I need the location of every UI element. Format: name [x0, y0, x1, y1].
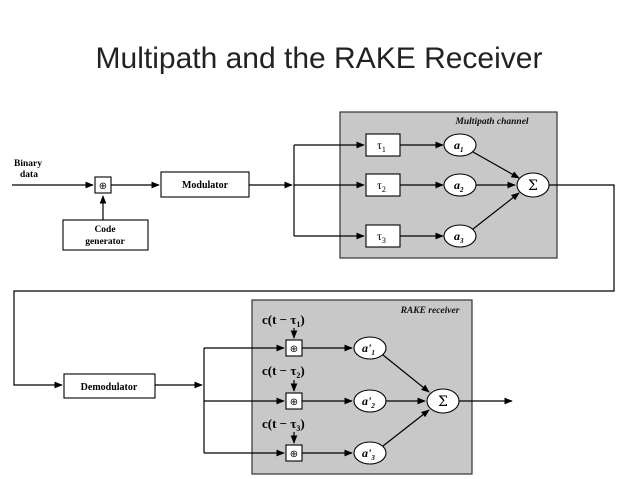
weight-1-label: a'1: [362, 341, 375, 357]
channel-to-demodulator-path: [13, 184, 615, 389]
demodulator-label: Demodulator: [81, 382, 138, 393]
channel-summer-symbol: Σ: [528, 178, 538, 194]
code-generator-box: [62, 219, 149, 251]
modulator-label: Modulator: [182, 180, 229, 191]
modulator-box: [160, 171, 250, 198]
multipath-channel-label: Multipath channel: [454, 117, 528, 127]
gain-3-to-sum-arrow: [472, 192, 520, 230]
weight-1-to-sum-arrow: [382, 354, 430, 393]
demodulator-box: [63, 373, 156, 399]
gain-1-label: a1: [454, 138, 464, 154]
transmitter: Binary data ⊕ Code generator Modulator: [12, 159, 293, 251]
correlator-3-symbol: ⊕: [290, 449, 298, 460]
code-3-label: c(t − τ3): [262, 416, 305, 433]
gain-3-label: a3: [454, 229, 464, 245]
weight-node-1: [353, 336, 387, 360]
weight-3-label: a'3: [362, 446, 375, 462]
binary-data-label-2: data: [20, 170, 38, 180]
delay-2-label: τ2: [377, 178, 386, 194]
gain-2-label: a2: [454, 178, 464, 194]
code-generator-label-2: generator: [85, 237, 125, 247]
correlator-1-symbol: ⊕: [290, 344, 298, 355]
rake-summer-symbol: Σ: [438, 394, 448, 410]
gain-1-to-sum-arrow: [472, 151, 520, 179]
slide-title: Multipath and the RAKE Receiver: [95, 42, 543, 75]
code-2-label: c(t − τ2): [262, 363, 305, 380]
delay-3-label: τ3: [377, 229, 386, 245]
weight-2-label: a'2: [362, 394, 375, 410]
rake-receiver-label: RAKE receiver: [400, 306, 460, 316]
weight-3-to-sum-arrow: [382, 409, 430, 447]
binary-data-label-1: Binary: [14, 159, 42, 169]
delay-1-label: τ1: [377, 138, 386, 154]
gain-node-3: [443, 224, 477, 248]
receiver: Demodulator RAKE receiver c(t − τ1) c(t …: [63, 299, 513, 475]
gain-node-1: [443, 133, 477, 157]
multipath-channel: Multipath channel τ1 τ2 τ3 a1 a2 a3 Σ: [293, 111, 558, 259]
spreading-mixer-symbol: ⊕: [99, 181, 107, 192]
code-generator-label-1: Code: [94, 225, 115, 235]
code-1-label: c(t − τ1): [262, 312, 305, 329]
weight-node-3: [353, 441, 387, 465]
correlator-2-symbol: ⊕: [290, 397, 298, 408]
